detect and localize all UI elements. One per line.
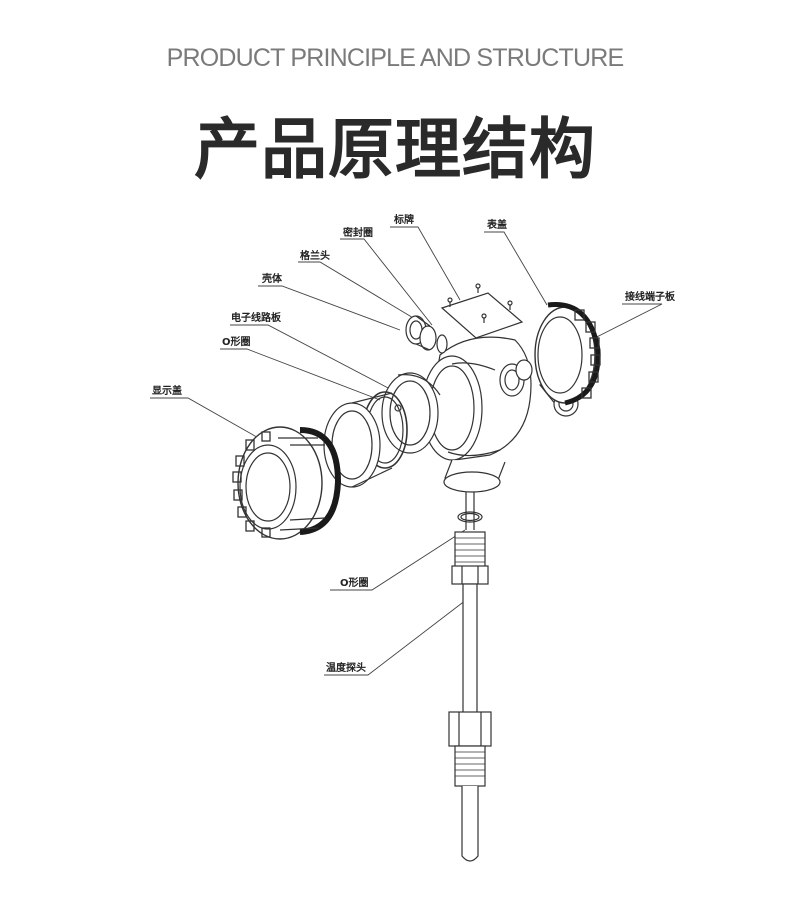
label-display-cover: 显示盖	[152, 384, 182, 397]
gland-head-part	[405, 315, 448, 354]
housing-part	[421, 336, 533, 493]
part-labels: 标牌 表盖 密封圈 格兰头 接线端子板 壳体 电子线路板 O形圈 显示盖 O形圈…	[152, 213, 676, 674]
temperature-probe-part	[448, 531, 492, 862]
circuit-board-part	[381, 372, 441, 454]
label-terminal-board: 接线端子板	[625, 290, 676, 303]
label-circuit-board: 电子线路板	[231, 311, 282, 324]
label-gland-head: 格兰头	[300, 249, 330, 262]
label-housing: 壳体	[261, 272, 283, 285]
o-ring-bottom-part	[457, 492, 483, 530]
label-nameplate: 标牌	[393, 213, 414, 226]
label-cover: 表盖	[486, 218, 507, 231]
display-cover-part	[232, 426, 342, 540]
leader-lines	[150, 226, 663, 676]
page-subtitle: PRODUCT PRINCIPLE AND STRUCTURE	[166, 44, 625, 72]
nameplate-part	[440, 283, 524, 339]
label-o-ring-bottom: O形圈	[340, 577, 369, 589]
label-seal-ring: 密封圈	[343, 226, 373, 239]
back-cover-part	[534, 302, 601, 406]
page-title: 产品原理结构	[194, 111, 596, 188]
label-o-ring-top: O形圈	[222, 336, 251, 348]
label-temperature-probe: 温度探头	[326, 661, 366, 674]
